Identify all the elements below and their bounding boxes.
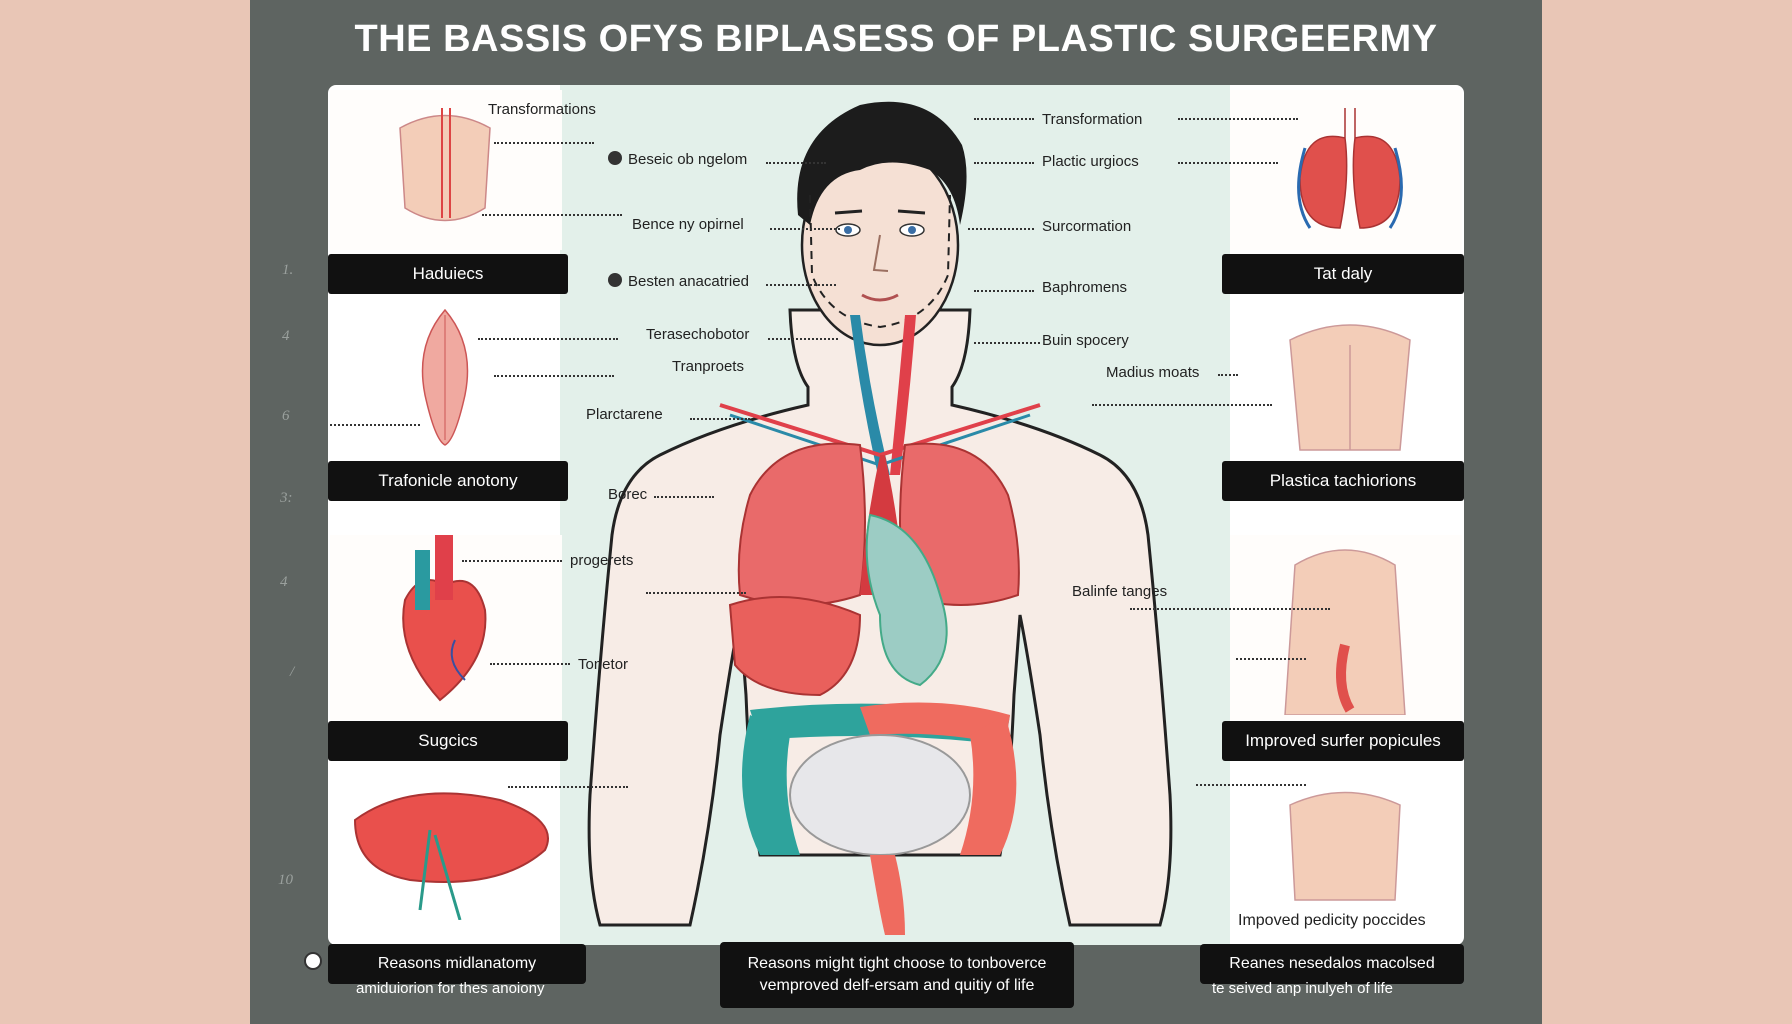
margin-number: 3: [280, 490, 293, 506]
bottom-box-center: Reasons might tight choose to tonboverce… [720, 942, 1074, 1008]
margin-number: 4 [280, 574, 288, 590]
descending-colon [960, 715, 1017, 855]
chest-illustration [1289, 324, 1411, 451]
leader-line [490, 663, 570, 665]
callout-right: Transformation [1042, 111, 1143, 128]
nose [872, 234, 889, 272]
mouth [861, 293, 899, 302]
leader-line [482, 214, 622, 216]
leader-line [1218, 374, 1238, 376]
neck-artery [890, 315, 916, 475]
leader-line [974, 162, 1034, 164]
leader-line [968, 228, 1034, 230]
callout-right: Plactic urgiocs [1042, 153, 1139, 170]
hair [797, 101, 967, 225]
poster-title: THE BASSIS OFYS BIPLASESS OF PLASTIC SUR… [354, 18, 1438, 60]
human-figure [587, 101, 1173, 935]
neck-vein [850, 315, 890, 475]
callout-left: Tonetor [578, 656, 629, 673]
callout-left: Transformations [488, 101, 596, 118]
margin-number: 6 [282, 408, 290, 424]
callout-left: Tranproets [672, 358, 744, 375]
liver-illustration [353, 792, 549, 920]
callout-bullet [608, 273, 622, 287]
callout-right: Balinfe tanges [1072, 583, 1168, 600]
callout-left: Besten anacatried [628, 273, 749, 290]
torso-lower-illustration [1289, 791, 1401, 901]
margin-number: 4 [282, 328, 290, 344]
leader-line [766, 162, 826, 164]
callout-right: Madius moats [1106, 364, 1200, 381]
leader-line [1236, 658, 1306, 660]
left-lung [737, 442, 866, 606]
left-label-1: Haduiecs [328, 254, 568, 294]
leader-line [654, 496, 714, 498]
bottom-left-line1: Reasons midlanatomy [377, 955, 537, 973]
eyebrows [834, 209, 926, 215]
leader-line [1178, 162, 1278, 164]
muscle-illustration [421, 308, 469, 446]
right-iris [908, 226, 916, 234]
rectum [870, 855, 905, 935]
liver [728, 596, 862, 697]
leader-line [494, 142, 594, 144]
small-intestine [789, 734, 971, 856]
heart-icon [402, 535, 487, 702]
callout-bullet [608, 151, 622, 165]
lungs-illustration [1297, 108, 1403, 229]
right-caption: Impoved pedicity poccides [1238, 912, 1426, 929]
margin-number: 1. [282, 262, 294, 278]
right-margin [1542, 0, 1792, 1024]
leader-line [646, 592, 746, 594]
callout-right: Buin spocery [1042, 332, 1129, 349]
ascending-colon [742, 715, 800, 855]
left-label-3: Sugcics [328, 721, 568, 761]
leader-line [508, 786, 628, 788]
callout-left: Borec [608, 486, 648, 503]
leader-line [690, 418, 750, 420]
abdomen-illustration [1284, 549, 1406, 715]
bottom-box-right: Reanes nesedalos macolsed [1200, 944, 1464, 984]
leader-line [770, 228, 840, 230]
callout-left: Beseic ob ngelom [628, 151, 748, 168]
leader-line [974, 118, 1034, 120]
leader-line [768, 338, 838, 340]
bottom-box-left: Reasons midlanatomy [328, 944, 586, 984]
margin-number: / [290, 664, 295, 680]
face-marking [809, 194, 951, 329]
right-label-2: Plastica tachiorions [1222, 461, 1464, 501]
leader-line [1178, 118, 1298, 120]
leader-line [766, 284, 836, 286]
bottom-center-line1: Reasons might tight choose to tonboverce [747, 955, 1047, 973]
bottom-center-line2: vemproved delf-ersam and quitiy of life [759, 977, 1035, 994]
leader-line [494, 375, 614, 377]
leader-line [974, 290, 1034, 292]
left-iris [844, 226, 852, 234]
callout-left: Bence ny opirnel [632, 216, 744, 233]
leader-line [462, 560, 562, 562]
left-margin [0, 0, 250, 1024]
callout-right: Baphromens [1042, 279, 1128, 296]
torso-front-illustration [399, 108, 491, 222]
leader-line [478, 338, 618, 340]
leader-line [974, 342, 1040, 344]
stomach [865, 513, 948, 687]
right-label-1: Tat daly [1222, 254, 1464, 294]
margin-number: 10 [278, 872, 293, 888]
bottom-left-line2: amiduiorion for thes anoiony [356, 980, 545, 997]
callout-left: progerets [570, 552, 634, 569]
info-icon [304, 952, 322, 970]
leader-line [1092, 404, 1272, 406]
left-label-2: Trafonicle anotony [328, 461, 568, 501]
leader-line [1196, 784, 1306, 786]
bottom-right-line2: te seived anp inulyeh of life [1212, 980, 1393, 997]
callout-left: Terasechobotor [646, 326, 750, 343]
bottom-right-line1: Reanes nesedalos macolsed [1229, 955, 1435, 973]
right-label-3: Improved surfer popicules [1222, 721, 1464, 761]
leader-line [330, 424, 420, 426]
callout-left: Plarctarene [586, 406, 663, 423]
callout-right: Surcormation [1042, 218, 1132, 235]
leader-line [1130, 608, 1330, 610]
